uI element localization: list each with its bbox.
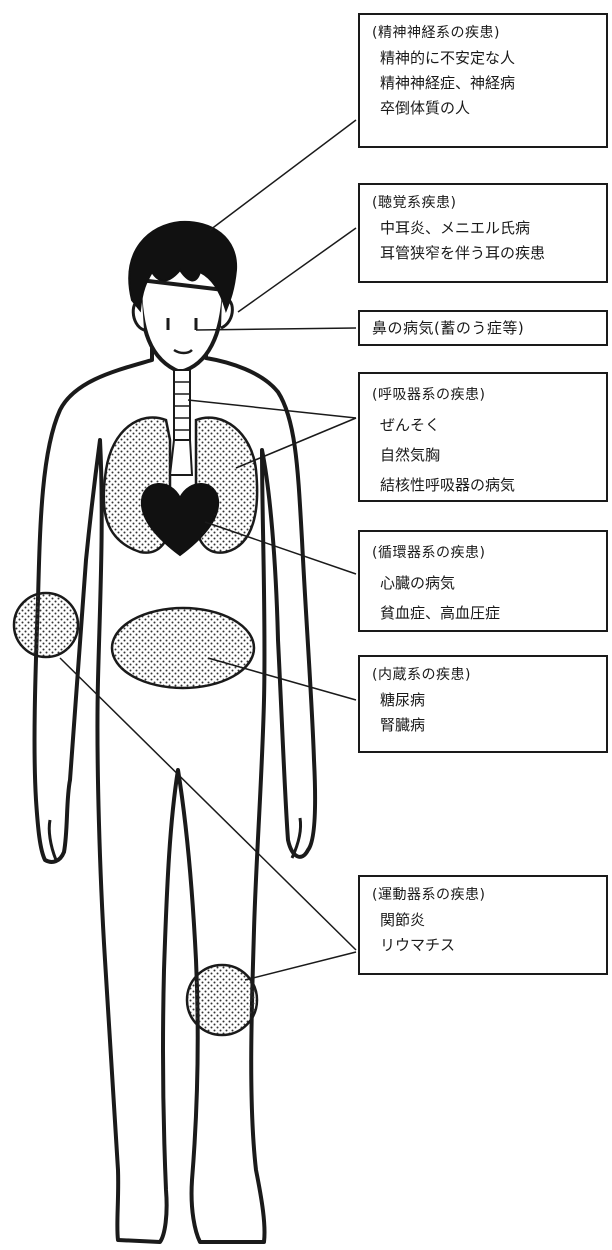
label-internal-item-1: 糖尿病 — [372, 688, 598, 713]
left-arm-inner — [49, 820, 56, 860]
leader-neuro — [210, 120, 356, 230]
label-locomotor-item-2: リウマチス — [372, 933, 598, 958]
abdomen-organs — [112, 608, 254, 688]
label-internal: (内蔵系の疾患) 糖尿病 腎臓病 — [358, 655, 608, 753]
label-locomotor-item-1: 関節炎 — [372, 908, 598, 933]
label-nose-heading: 鼻の病気(蓄のう症等) — [372, 317, 598, 339]
label-respiratory-item-1: ぜんそく — [372, 410, 598, 440]
label-circulatory-item-1: 心臓の病気 — [372, 568, 598, 598]
label-hearing-heading: (聴覚系疾患) — [372, 191, 598, 216]
leader-ear — [238, 228, 356, 312]
label-internal-item-2: 腎臓病 — [372, 713, 598, 738]
label-respiratory-item-2: 自然気胸 — [372, 440, 598, 470]
label-neuro-item-2: 精神神経症、神経病 — [372, 71, 598, 96]
elbow-joint — [14, 593, 78, 657]
label-hearing: (聴覚系疾患) 中耳炎、メニエル氏病 耳管狭窄を伴う耳の疾患 — [358, 183, 608, 283]
label-locomotor-heading: (運動器系の疾患) — [372, 883, 598, 908]
label-neuro-heading: (精神神経系の疾患) — [372, 21, 598, 46]
label-neuro: (精神神経系の疾患) 精神的に不安定な人 精神神経症、神経病 卒倒体質の人 — [358, 13, 608, 148]
label-respiratory-item-3: 結核性呼吸器の病気 — [372, 470, 598, 500]
label-respiratory-heading: (呼吸器系の疾患) — [372, 380, 598, 410]
label-locomotor: (運動器系の疾患) 関節炎 リウマチス — [358, 875, 608, 975]
label-circulatory: (循環器系の疾患) 心臓の病気 貧血症、高血圧症 — [358, 530, 608, 632]
label-hearing-item-2: 耳管狭窄を伴う耳の疾患 — [372, 241, 598, 266]
label-circulatory-heading: (循環器系の疾患) — [372, 538, 598, 568]
label-neuro-item-3: 卒倒体質の人 — [372, 96, 598, 121]
label-circulatory-item-2: 貧血症、高血圧症 — [372, 598, 598, 628]
label-hearing-item-1: 中耳炎、メニエル氏病 — [372, 216, 598, 241]
leader-knee — [245, 952, 356, 980]
bronchi — [170, 440, 192, 475]
label-internal-heading: (内蔵系の疾患) — [372, 663, 598, 688]
right-arm-inner — [292, 818, 301, 858]
leader-resp-1 — [188, 400, 356, 418]
knee-joint — [187, 965, 257, 1035]
label-nose: 鼻の病気(蓄のう症等) — [358, 310, 608, 346]
label-respiratory: (呼吸器系の疾患) ぜんそく 自然気胸 結核性呼吸器の病気 — [358, 372, 608, 502]
label-neuro-item-1: 精神的に不安定な人 — [372, 46, 598, 71]
